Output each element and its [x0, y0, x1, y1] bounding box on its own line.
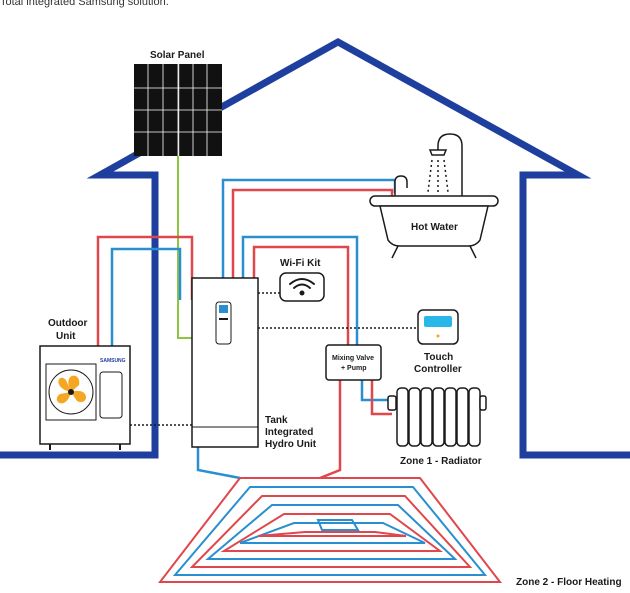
touch-controller-label-line2: Controller	[414, 364, 462, 375]
tank-label-line2: Integrated	[265, 427, 313, 438]
tank-label-line1: Tank	[265, 415, 288, 426]
caption: Total integrated Samsung solution.	[0, 0, 169, 8]
heating-circuit-pipes	[241, 235, 392, 416]
tank-hydro-unit	[191, 277, 259, 448]
solar-panel-label: Solar Panel	[150, 50, 205, 61]
bathtub-icon	[369, 175, 499, 259]
floor-heating-coil-icon	[157, 477, 503, 583]
mixing-valve-label-line1: Mixing Valve	[332, 355, 374, 362]
floor-heating-feed-pipes	[196, 380, 342, 480]
wifi-kit	[279, 272, 325, 302]
radiator-icon	[387, 387, 487, 447]
shower-icon	[427, 133, 463, 196]
solar-connection-line	[177, 156, 196, 339]
outdoor-unit-pipes	[96, 235, 194, 346]
outdoor-unit-brand: SAMSUNG	[100, 358, 126, 364]
zone1-label: Zone 1 - Radiator	[400, 456, 482, 467]
hot-water-label: Hot Water	[411, 222, 458, 233]
mixing-valve-label-line2: + Pump	[341, 365, 366, 372]
outdoor-unit-label-line2: Unit	[56, 331, 76, 342]
solar-panel-icon	[134, 64, 222, 156]
thermostat-icon	[417, 309, 459, 345]
zone2-label: Zone 2 - Floor Heating	[516, 577, 622, 588]
house-outline	[0, 37, 630, 459]
tank-label-line3: Hydro Unit	[265, 439, 317, 450]
wifi-icon	[289, 278, 315, 296]
fan-icon	[48, 369, 94, 415]
outdoor-unit-label-line1: Outdoor	[48, 318, 88, 329]
mixing-valve-pump	[325, 344, 382, 381]
touch-controller-label-line1: Touch	[424, 352, 453, 363]
wifi-kit-label: Wi-Fi Kit	[280, 258, 321, 269]
